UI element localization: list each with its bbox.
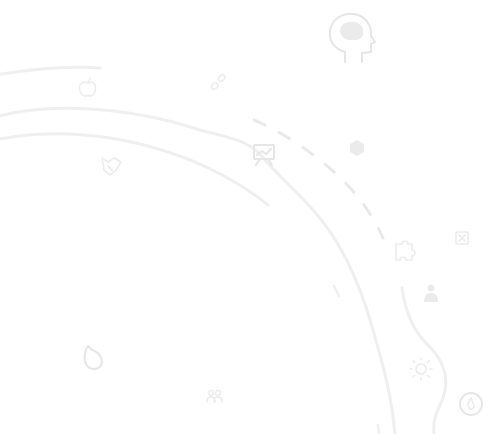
puzzle-icon	[395, 240, 416, 261]
handshake-icon	[101, 157, 122, 176]
hexagon-icon	[350, 140, 364, 156]
top-short-line	[0, 65, 102, 76]
presentation-chart-icon	[253, 144, 275, 166]
flame-circle-icon	[459, 392, 483, 416]
water-drop-icon	[83, 345, 103, 370]
link-chain-icon	[210, 73, 226, 91]
dashed-arc-line	[252, 118, 385, 240]
sun-icon	[409, 357, 433, 381]
person-icon	[424, 284, 438, 302]
outer-arc-line	[0, 106, 397, 434]
right-wavy-line	[400, 286, 448, 434]
bottom-stub-line	[376, 423, 381, 434]
short-segment-line	[332, 284, 341, 298]
x-box-icon	[455, 231, 469, 245]
brain-head-icon	[328, 12, 376, 63]
middle-arc-line	[0, 132, 270, 207]
people-icon	[206, 389, 223, 403]
apple-icon	[78, 77, 97, 97]
